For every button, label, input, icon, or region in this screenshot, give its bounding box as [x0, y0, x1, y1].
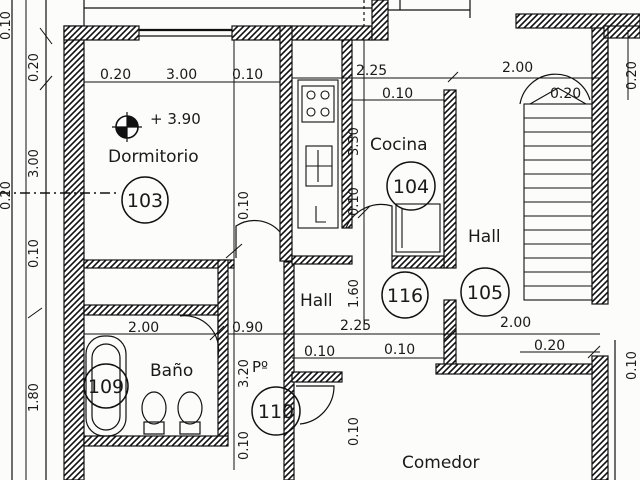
dim-vert-kitchen-3-30: 3.30	[347, 127, 362, 156]
kitchen-counter	[297, 79, 339, 229]
wall-right-lower	[591, 355, 609, 480]
dim-vert-hall-1-60: 1.60	[347, 279, 362, 308]
room-label-comedor: Comedor	[402, 453, 479, 473]
dim-top-0-20: 0.20	[100, 67, 131, 83]
wall-pasillo-right	[283, 261, 295, 480]
dim-vert-left-0-20: 0.20	[27, 53, 42, 82]
dim-vert-edge-top: 0.10	[0, 11, 14, 40]
dim-mid-2-25: 2.25	[340, 318, 371, 334]
room-number-110: 110	[258, 401, 294, 423]
staircase	[523, 87, 593, 301]
dim-hall-0-10-a: 0.10	[304, 344, 335, 360]
room-circles	[83, 161, 510, 436]
room-number-104: 104	[393, 176, 429, 198]
wall-top-left	[63, 25, 140, 41]
dim-top-3-00: 3.00	[166, 67, 197, 83]
bathtub-icon	[85, 335, 127, 437]
wall-left-exterior	[63, 25, 85, 480]
wall-dormitorio-bottom	[83, 259, 235, 269]
room-label-dormitorio: Dormitorio	[108, 147, 199, 167]
wall-bano-right	[217, 259, 229, 441]
wall-bano-bottom	[83, 435, 229, 447]
door-cocina	[345, 203, 393, 256]
dim-vert-pasillo-0-10: 0.10	[237, 431, 252, 460]
wall-top-middle	[231, 25, 373, 41]
room-number-105: 105	[467, 282, 503, 304]
dim-vert-right-0-20: 0.20	[625, 61, 640, 90]
bath-fixtures	[85, 335, 203, 437]
wall-right-stair	[591, 25, 609, 305]
room-number-103: 103	[127, 190, 163, 212]
wall-bano-top	[83, 304, 219, 316]
dimension-lines	[25, 0, 629, 480]
wall-top-corner	[603, 25, 640, 39]
room-label-hall-center: Hall	[300, 291, 333, 311]
room-label-cocina: Cocina	[370, 135, 428, 155]
wall-kitchen-bottom-right	[391, 255, 445, 269]
door-dormitorio	[235, 219, 281, 258]
dim-stair-0-20: 0.20	[550, 86, 581, 102]
dim-mid-2-00: 2.00	[500, 315, 531, 331]
room-label-bano: Baño	[150, 361, 193, 381]
dim-top-2-25: 2.25	[356, 63, 387, 79]
dim-vert-left-1-80: 1.80	[27, 383, 42, 412]
wall-top-stub	[371, 0, 389, 41]
wall-hall-partition	[443, 89, 457, 269]
dim-vert-dorm-0-10: 0.10	[237, 191, 252, 220]
dim-vert-pasillo-3-20: 3.20	[237, 359, 252, 388]
room-number-109: 109	[88, 376, 124, 398]
dim-mid-0-90: 0.90	[232, 320, 263, 336]
toilet-icon	[141, 391, 167, 425]
wall-kitchen-left	[341, 39, 353, 229]
dim-vert-left-0-10: 0.10	[27, 239, 42, 268]
elevation-marker-icon	[112, 112, 142, 142]
fridge-icon	[395, 203, 441, 253]
outline-lines	[0, 0, 616, 480]
elevation-label: + 3.90	[150, 110, 201, 128]
door-pasillo	[296, 385, 335, 425]
kitchen-fixtures	[297, 79, 441, 253]
wall-comedor-top-left	[291, 371, 343, 383]
dim-hall-0-10-b: 0.10	[384, 342, 415, 358]
dim-vert-right-0-10: 0.10	[625, 351, 640, 380]
dim-kitchen-0-10: 0.10	[382, 86, 413, 102]
door-stair	[519, 73, 591, 105]
dim-right-0-20: 0.20	[534, 338, 565, 354]
wall-kitchen-bottom	[291, 255, 353, 265]
dim-vert-comedor-0-10: 0.10	[347, 417, 362, 446]
dim-bano-2-00: 2.00	[128, 320, 159, 336]
walls	[63, 0, 640, 480]
wall-dormitorio-right	[279, 25, 293, 262]
dim-top-2-00: 2.00	[502, 60, 533, 76]
room-label-hall-right: Hall	[468, 227, 501, 247]
room-number-116: 116	[387, 285, 423, 307]
doors	[179, 73, 591, 425]
wall-top-right	[515, 13, 640, 29]
dim-vert-edge-mid: 0.20	[0, 181, 14, 210]
dim-top-0-10: 0.10	[232, 67, 263, 83]
stove-icon	[301, 85, 335, 123]
bidet-icon	[177, 391, 203, 425]
dim-vert-left-3-00: 3.00	[27, 149, 42, 178]
door-bano	[179, 315, 220, 357]
dim-vert-kitchen-0-10: 0.10	[347, 187, 362, 216]
room-label-pasillo: Pº	[252, 358, 268, 376]
wall-hall-partition-lower	[443, 299, 457, 371]
wall-comedor-top-right	[435, 363, 593, 375]
